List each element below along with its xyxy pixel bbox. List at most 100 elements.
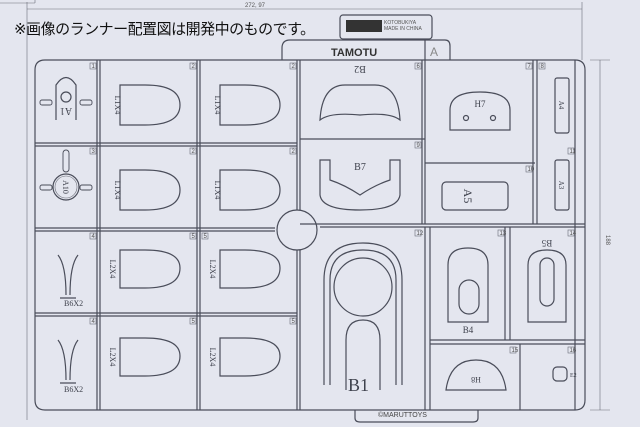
cell-number: 12 <box>417 231 424 237</box>
label-a10: A10 <box>61 180 70 194</box>
cell-number-box <box>525 62 533 70</box>
part-b4 <box>447 247 489 323</box>
height-dimension: 188 <box>604 235 610 246</box>
cell-number: 14 <box>570 231 577 237</box>
parts-l2 <box>119 249 281 377</box>
label-l1: L1X4 <box>113 96 122 115</box>
cell-number-box <box>201 232 209 240</box>
label-l1: L1X4 <box>213 181 222 200</box>
cell-number: 2 <box>292 64 296 70</box>
cell-number-box <box>414 62 422 70</box>
label-a5: A5 <box>461 189 475 204</box>
cell-number: 5 <box>292 319 296 325</box>
copyright: ©MARUTTOYS <box>378 411 427 419</box>
part-a5 <box>441 181 509 211</box>
cell-number: 16 <box>570 348 577 354</box>
cell-number-box <box>189 232 197 240</box>
part-a4 <box>554 77 570 134</box>
label-a1: A1 <box>60 105 72 116</box>
cell-number-box <box>567 229 575 237</box>
label-l1: L1X4 <box>113 181 122 200</box>
cell-number: 15 <box>512 348 519 354</box>
dimension-lines <box>0 0 610 420</box>
label-l2: L2X4 <box>208 260 217 279</box>
cell-number-box <box>89 232 97 240</box>
cell-number: 2 <box>192 149 196 155</box>
part-e2 <box>552 366 568 382</box>
cell-number-box <box>525 165 533 173</box>
cell-number: 8 <box>541 64 545 70</box>
part-b1 <box>323 242 403 390</box>
label-b1: B1 <box>348 375 369 395</box>
cell-number-box <box>189 147 197 155</box>
cell-number: 5 <box>192 319 196 325</box>
part-b5 <box>527 249 567 323</box>
cell-number-box <box>189 62 197 70</box>
label-l1: L1X4 <box>213 96 222 115</box>
cell-number: 3 <box>92 149 96 155</box>
label-l2: L2X4 <box>208 348 217 367</box>
logo-brand: KOTOBUKIYA <box>384 20 417 26</box>
cell-number-box <box>567 147 575 155</box>
label-b2: B2 <box>354 63 366 74</box>
cell-number-box <box>509 346 517 354</box>
cell-number: 2 <box>192 64 196 70</box>
part-a3 <box>554 159 570 211</box>
label-l2: L2X4 <box>108 260 117 279</box>
label-b6: B6X2 <box>64 385 83 394</box>
cell-number-box <box>414 229 422 237</box>
cell-number-box <box>289 147 297 155</box>
label-b5: B5 <box>541 238 552 248</box>
sprue-center <box>276 209 318 251</box>
part-a10 <box>39 149 93 201</box>
cell-number: 1 <box>92 64 96 70</box>
label-b6: B6X2 <box>64 299 83 308</box>
label-a3: A3 <box>557 181 565 190</box>
cell-number-box <box>567 346 575 354</box>
label-b4: B4 <box>463 325 474 335</box>
part-a1 <box>39 76 93 120</box>
cell-number: 5 <box>204 234 208 240</box>
cell-number: 10 <box>528 167 535 173</box>
cell-number-box <box>414 141 422 149</box>
label-h7: H7 <box>475 99 486 109</box>
cell-number-box <box>289 62 297 70</box>
label-b7: B7 <box>354 162 366 173</box>
cell-number: 13 <box>500 231 507 237</box>
runner-letter: A <box>430 45 438 59</box>
part-h8 <box>445 359 507 391</box>
part-b7 <box>319 159 401 211</box>
cell-number-box <box>189 317 197 325</box>
label-a4: A4 <box>557 101 565 110</box>
runner-name: TAMOTU <box>331 47 377 59</box>
cell-number: 4 <box>92 319 96 325</box>
cell-number: 7 <box>528 64 532 70</box>
parts-b6 <box>57 254 79 384</box>
development-note: ※画像のランナー配置図は開発中のものです。 <box>14 20 315 38</box>
cell-number: 6 <box>417 64 421 70</box>
runner-tag <box>281 14 451 60</box>
logo-made-in: MADE IN CHINA <box>384 26 422 32</box>
width-dimension: 272, 97 <box>245 3 266 9</box>
cell-number: 2 <box>292 149 296 155</box>
copyright-tab <box>354 410 479 423</box>
cell-number-box <box>538 62 546 70</box>
cell-number-box <box>289 317 297 325</box>
cell-number: 4 <box>92 234 96 240</box>
cell-number-box <box>89 147 97 155</box>
cell-number-box <box>89 317 97 325</box>
cell-number-box <box>89 62 97 70</box>
parts-l1 <box>119 84 281 211</box>
cell-number: 9 <box>417 143 421 149</box>
cell-number: 11 <box>570 149 577 155</box>
cell-number-box <box>497 229 505 237</box>
part-h7 <box>449 91 511 131</box>
runner-grid <box>35 60 585 410</box>
label-h8: H8 <box>471 375 481 384</box>
label-l2: L2X4 <box>108 348 117 367</box>
cell-number: 5 <box>192 234 196 240</box>
label-e2: E2 <box>570 373 577 379</box>
